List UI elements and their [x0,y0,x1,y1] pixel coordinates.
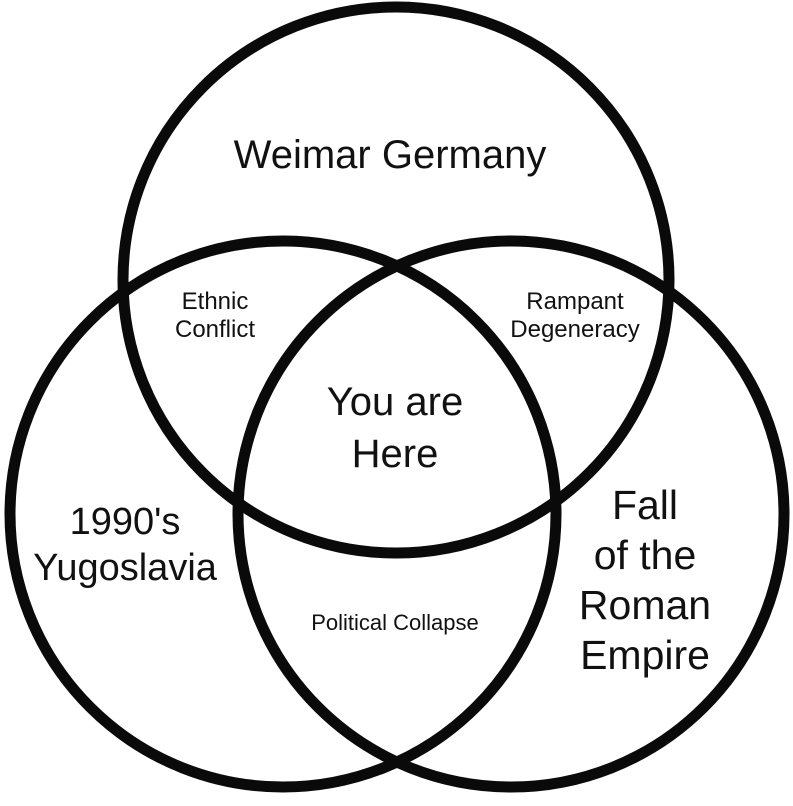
label-rampant-degeneracy: Rampant Degeneracy [490,288,660,343]
label-political-collapse: Political Collapse [311,610,479,635]
label-rampant-degeneracy-line-2: Degeneracy [510,315,640,343]
label-roman-empire-line-1: Fall [611,482,679,528]
label-ethnic-conflict-line-2: Conflict [174,315,256,343]
label-weimar-germany: Weimar Germany [233,133,547,177]
label-you-are-here-line-1: You are [326,380,464,424]
label-yugoslavia: 1990's Yugoslavia [0,500,250,591]
label-roman-empire-line-2: of the [593,532,697,579]
label-you-are-here: You are Here [290,376,500,480]
circle-weimar-germany [117,1,675,559]
circle-yugoslavia [4,235,562,793]
label-roman-empire-line-4: Empire [580,632,710,679]
label-ethnic-conflict: Ethnic Conflict [140,288,290,343]
label-yugoslavia-line-1: 1990's [69,501,181,543]
label-roman-empire: Fall of the Roman Empire [555,480,735,680]
circle-roman-empire [232,235,790,793]
label-roman-empire-line-3: Roman [578,582,712,629]
label-rampant-degeneracy-line-1: Rampant [526,288,624,315]
label-yugoslavia-line-2: Yugoslavia [33,546,217,589]
label-ethnic-conflict-line-1: Ethnic [181,288,249,315]
label-you-are-here-line-2: Here [351,432,439,476]
